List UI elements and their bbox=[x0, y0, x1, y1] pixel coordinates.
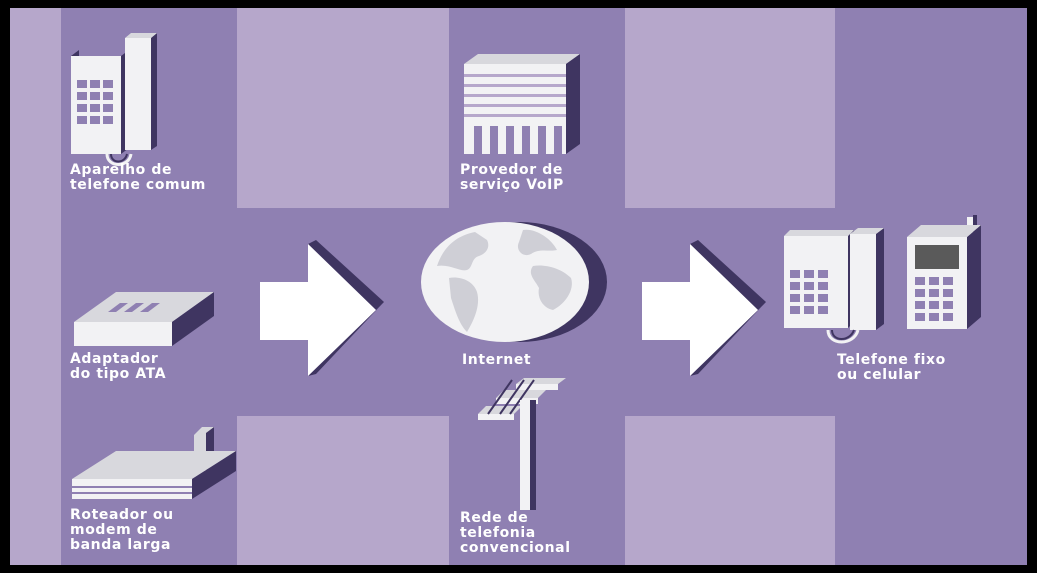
desk-phone-icon bbox=[778, 226, 888, 356]
phone-label: Aparelho de telefone comum bbox=[70, 163, 206, 193]
telephone-pole-icon bbox=[472, 376, 572, 511]
voip-diagram: Aparelho de telefone comum Adaptador do … bbox=[10, 8, 1027, 565]
arrow-to-destination bbox=[640, 238, 770, 378]
desk-phone-icon bbox=[67, 30, 157, 170]
ata-adapter-icon bbox=[68, 286, 218, 356]
ata-label: Adaptador do tipo ATA bbox=[70, 352, 166, 382]
pstn-label: Rede de telefonia convencional bbox=[460, 511, 571, 556]
router-modem-icon bbox=[68, 423, 243, 513]
arrow-to-internet bbox=[258, 238, 388, 378]
router-label: Roteador ou modem de banda larga bbox=[70, 508, 174, 553]
provider-label: Provedor de serviço VoIP bbox=[460, 163, 564, 193]
internet-label: Internet bbox=[462, 353, 531, 368]
mobile-phone-icon bbox=[903, 213, 998, 333]
building-icon bbox=[456, 50, 586, 158]
destination-label: Telefone fixo ou celular bbox=[837, 353, 946, 383]
globe-icon bbox=[415, 218, 615, 348]
